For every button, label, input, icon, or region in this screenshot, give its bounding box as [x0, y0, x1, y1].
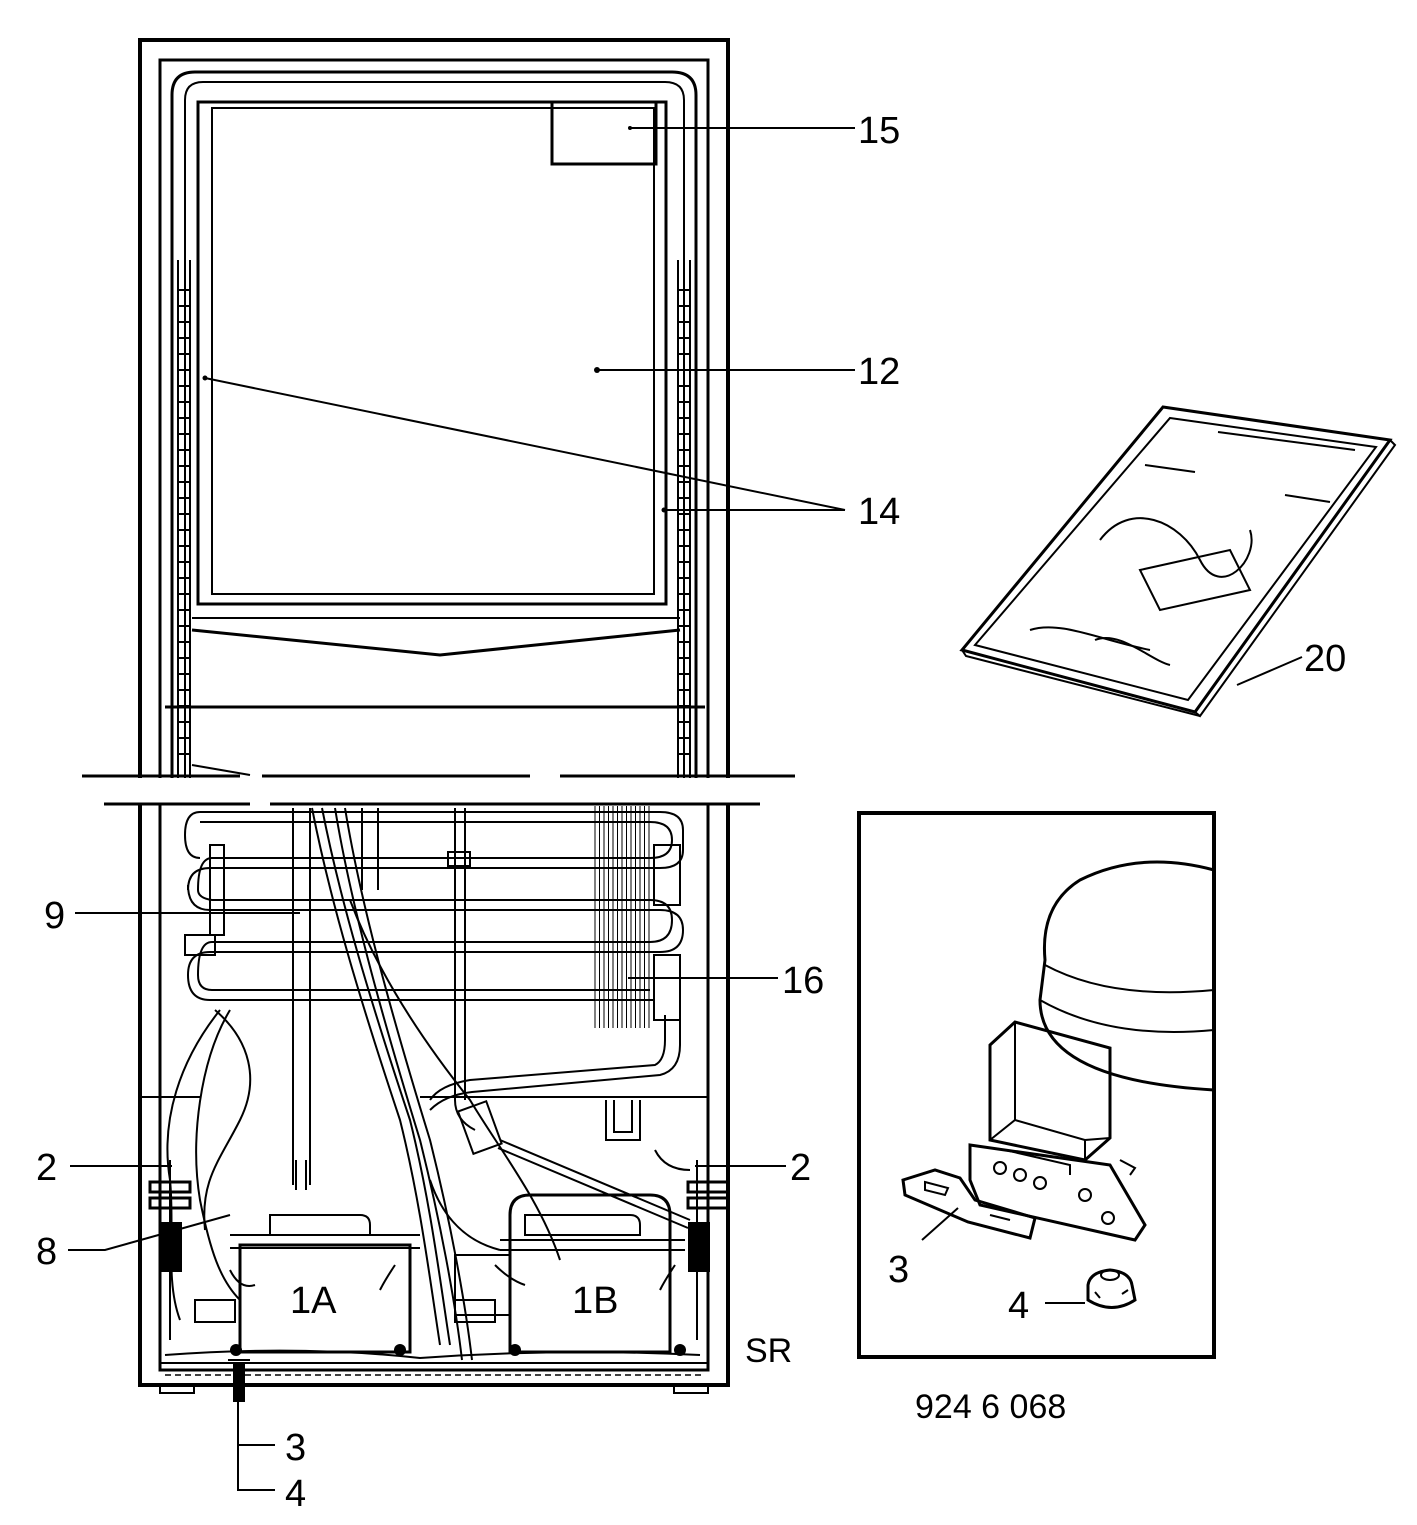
cabinet-lower [138, 804, 730, 1394]
drawing-number: 924 6 068 [915, 1388, 1066, 1426]
rating-plate [550, 100, 658, 166]
refrigerant-pipes [166, 807, 691, 1361]
label-4-detail: 4 [1008, 1285, 1029, 1327]
door-gasket-left [178, 289, 190, 755]
label-4-main: 4 [285, 1473, 306, 1515]
compartment-door [196, 100, 668, 606]
cabinet-upper [138, 38, 730, 778]
label-2-right: 2 [790, 1147, 811, 1189]
label-15: 15 [858, 110, 900, 152]
leader-lines [68, 127, 1303, 1491]
compressor-1b [454, 1193, 686, 1356]
section-break [82, 774, 795, 806]
drain-tube [184, 808, 681, 1190]
label-12: 12 [858, 351, 900, 393]
mounting-clip-left [148, 1160, 192, 1340]
label-14: 14 [858, 491, 900, 533]
mounting-screw-main [228, 1359, 250, 1402]
service-manual-booklet [959, 405, 1397, 718]
part-labels: 15 12 14 20 9 16 2 2 8 1A 1B SR 3 4 3 4 … [36, 110, 1346, 1515]
label-9: 9 [44, 895, 65, 937]
label-1a: 1A [290, 1280, 337, 1322]
label-2-left: 2 [36, 1147, 57, 1189]
label-1b: 1B [572, 1280, 618, 1322]
label-20: 20 [1304, 638, 1346, 680]
label-8: 8 [36, 1231, 57, 1273]
label-3-detail: 3 [888, 1249, 909, 1291]
crisper-cover [165, 617, 705, 776]
base-rail [164, 1349, 705, 1376]
label-sr: SR [745, 1332, 792, 1370]
compressor-1a [194, 1214, 420, 1356]
mounting-clip-right [686, 1160, 730, 1340]
capillary-tube-bundle [594, 806, 650, 1028]
label-16: 16 [782, 960, 824, 1002]
label-3-main: 3 [285, 1427, 306, 1469]
detail-inset [857, 811, 1216, 1359]
